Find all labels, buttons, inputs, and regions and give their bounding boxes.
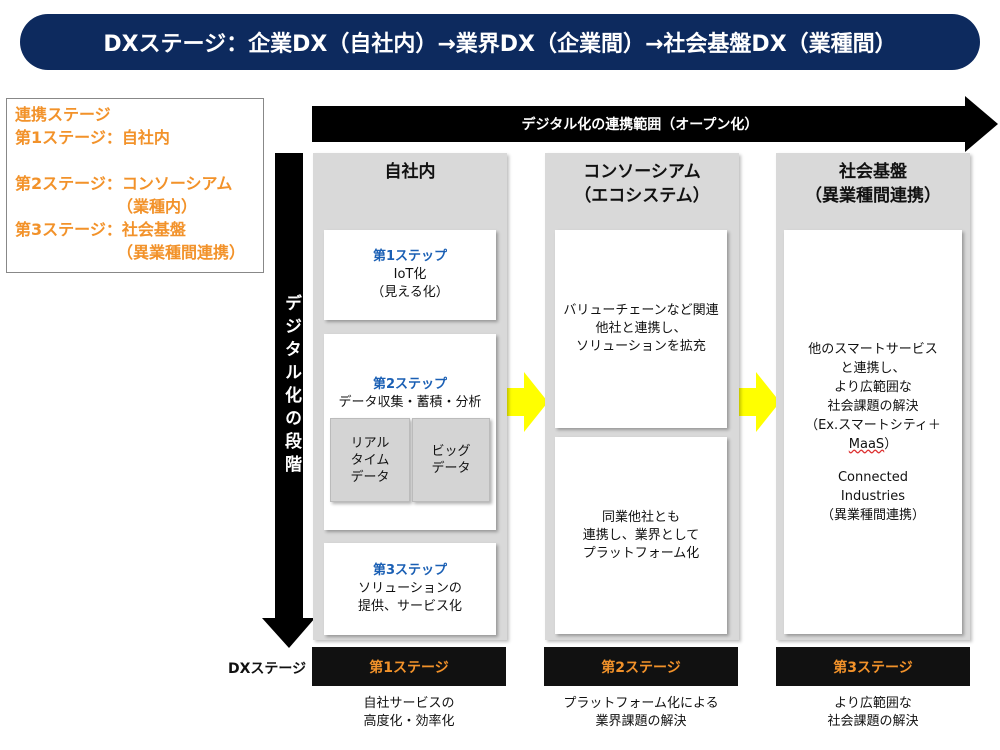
step2-title: 第2ステップ xyxy=(372,377,448,392)
legend-box: 連携ステージ 第1ステージ：自社内 第2ステージ：コンソーシアム （業種内） 第… xyxy=(6,98,264,273)
step3-line2: 提供、サービス化 xyxy=(357,599,462,614)
outcome-2: プラットフォーム化による業界課題の解決 xyxy=(563,696,719,729)
consortium-head-2: （エコシステム） xyxy=(574,186,710,206)
social-l1: 他のスマートサービス xyxy=(808,341,938,357)
vertical-label-text: デジタル化の段階 xyxy=(281,294,301,478)
page-title: DXステージ：企業DX（自社内）→業界DX（企業間）→社会基盤DX（業種間） xyxy=(20,14,980,70)
legend-stage2-sub: （業種内） xyxy=(117,197,198,216)
realtime-l1: リアル xyxy=(350,435,390,451)
social-l8: （異業種間連携） xyxy=(820,507,925,523)
step2-line1: データ収集・蓄積・分析 xyxy=(338,395,482,410)
consortium-head-1: コンソーシアム xyxy=(583,162,701,182)
realtime-data-box: リアル タイム データ xyxy=(330,418,410,502)
legend-stage1: 第1ステージ：自社内 xyxy=(15,128,170,147)
legend-stage2: 第2ステージ：コンソーシアム xyxy=(15,174,233,193)
consortium-upper-l2: 他社と連携し、 xyxy=(595,321,687,336)
step1-box: 第1ステップ IoT化 （見える化） xyxy=(324,230,496,320)
vertical-arrow xyxy=(262,153,315,648)
stage-1-bar: 第1ステージ xyxy=(312,647,506,686)
horizontal-arrow xyxy=(312,96,998,152)
legend-heading: 連携ステージ xyxy=(15,105,111,124)
consortium-upper-box: バリューチェーンなど関連 他社と連携し、 ソリューションを拡充 xyxy=(555,230,727,428)
step1-line1: IoT化 xyxy=(393,267,427,282)
step3-line1: ソリューションの xyxy=(358,581,462,596)
bigdata-l2: データ xyxy=(431,461,471,476)
stage-2-bar: 第2ステージ xyxy=(544,647,738,686)
social-l3: より広範囲な xyxy=(834,379,912,395)
social-l4: 社会課題の解決 xyxy=(827,398,919,414)
yellow-arrow-right-1 xyxy=(498,372,548,432)
legend-stage3-sub: （異業種間連携） xyxy=(117,243,246,262)
consortium-lower-box: 同業他社とも 連携し、業界として プラットフォーム化 xyxy=(555,437,727,634)
social-l7: Industries xyxy=(840,488,906,504)
bigdata-l1: ビッグ xyxy=(431,444,471,459)
realtime-l2: タイム xyxy=(350,452,390,468)
social-l6: Connected xyxy=(837,469,908,485)
vertical-arrow-label: デジタル化の段階 xyxy=(277,294,301,487)
step1-line2: （見える化） xyxy=(371,285,449,300)
step1-title: 第1ステップ xyxy=(372,249,448,264)
yellow-arrow-right-2 xyxy=(732,372,780,432)
consortium-lower-l1: 同業他社とも xyxy=(601,509,680,525)
outcome-3: より広範囲な社会課題の解決 xyxy=(827,696,919,729)
social-l5: （Ex.スマートシティ＋MaaS） xyxy=(805,417,941,452)
social-head-2: （異業種間連携） xyxy=(805,186,941,206)
big-data-box: ビッグ データ xyxy=(412,418,490,502)
step3-title: 第3ステップ xyxy=(372,563,448,578)
horizontal-arrow-label: デジタル化の連携範囲（オープン化） xyxy=(521,117,759,133)
step3-box: 第3ステップ ソリューションの 提供、サービス化 xyxy=(324,543,496,635)
consortium-lower-l3: プラットフォーム化 xyxy=(582,545,700,561)
column-self-head: 自社内 xyxy=(384,162,436,182)
dx-stage-label: DXステージ xyxy=(228,661,307,677)
stage-3-bar: 第3ステージ xyxy=(776,647,970,686)
social-box: 他のスマートサービス と連携し、 より広範囲な 社会課題の解決 （Ex.スマート… xyxy=(784,230,962,634)
consortium-upper-l1: バリューチェーンなど関連 xyxy=(563,303,719,318)
outcome-1: 自社サービスの高度化・効率化 xyxy=(363,696,455,729)
maas-text: MaaS xyxy=(848,436,885,452)
realtime-l3: データ xyxy=(350,469,390,485)
consortium-upper-l3: ソリューションを拡充 xyxy=(576,339,706,354)
legend-stage3: 第3ステージ：社会基盤 xyxy=(15,220,186,239)
consortium-lower-l2: 連携し、業界として xyxy=(582,527,700,543)
social-l2: と連携し、 xyxy=(840,360,906,376)
social-head-1: 社会基盤 xyxy=(839,162,907,182)
column-social-head: 社会基盤 （異業種間連携） xyxy=(776,160,970,208)
column-consortium-head: コンソーシアム （エコシステム） xyxy=(545,160,739,208)
